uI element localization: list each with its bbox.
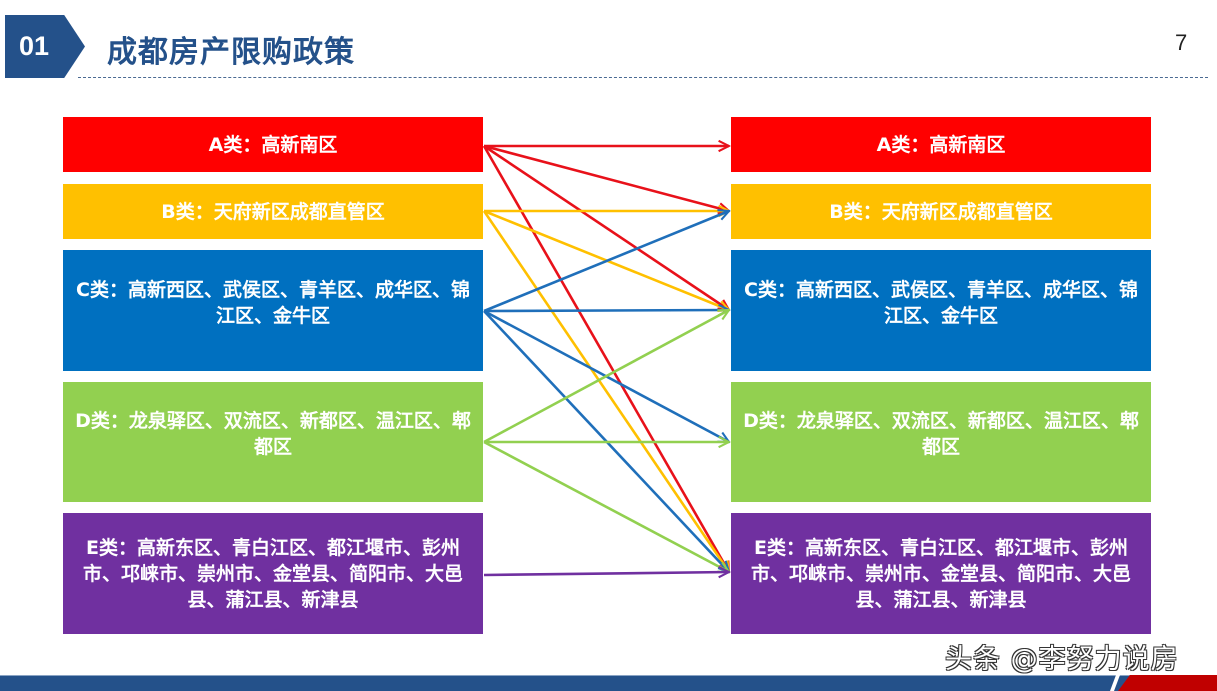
title-divider: [78, 77, 1208, 78]
footer-divider: [1110, 675, 1120, 691]
category-label: A类：高新南区: [208, 133, 338, 156]
arrow-c-to-d: [483, 309, 729, 444]
arrow-b-to-c: [483, 209, 729, 310]
category-label: D类：龙泉驿区、双流区、新都区、温江区、郫都区: [75, 410, 471, 458]
section-number: 01: [19, 31, 50, 61]
category-label: E类：高新东区、青白江区、都江堰市、彭州市、邛崃市、崇州市、金堂县、简阳市、大邑…: [82, 536, 463, 611]
right-category-c: C类：高新西区、武侯区、青羊区、成华区、锦江区、金牛区: [731, 250, 1151, 371]
watermark: 头条 @李努力说房: [945, 644, 1179, 675]
right-category-e: E类：高新东区、青白江区、都江堰市、彭州市、邛崃市、崇州市、金堂县、简阳市、大邑…: [731, 513, 1151, 634]
arrow-e-to-e: [483, 572, 729, 575]
arrow-d-to-e: [483, 440, 729, 574]
right-category-d: D类：龙泉驿区、双流区、新都区、温江区、郫都区: [731, 382, 1151, 502]
arrow-d-to-c: [483, 308, 729, 444]
category-label: C类：高新西区、武侯区、青羊区、成华区、锦江区、金牛区: [76, 278, 470, 327]
page-number: 7: [1175, 30, 1188, 55]
right-category-a: A类：高新南区: [731, 117, 1151, 172]
footer-bar: [0, 675, 1217, 691]
arrow-c-to-c: [483, 310, 729, 311]
arrow-c-to-e: [483, 310, 729, 572]
left-category-d: D类：龙泉驿区、双流区、新都区、温江区、郫都区: [63, 382, 483, 502]
footer-accent: [1118, 675, 1217, 691]
right-category-b: B类：天府新区成都直管区: [731, 184, 1151, 239]
left-category-e: E类：高新东区、青白江区、都江堰市、彭州市、邛崃市、崇州市、金堂县、简阳市、大邑…: [63, 513, 483, 634]
category-label: B类：天府新区成都直管区: [829, 200, 1053, 223]
arrow-a-to-b: [483, 144, 729, 211]
category-label: D类：龙泉驿区、双流区、新都区、温江区、郫都区: [743, 410, 1139, 458]
category-label: A类：高新南区: [876, 133, 1006, 156]
section-number-badge: 01: [5, 15, 85, 78]
left-category-c: C类：高新西区、武侯区、青羊区、成华区、锦江区、金牛区: [63, 250, 483, 371]
category-label: E类：高新东区、青白江区、都江堰市、彭州市、邛崃市、崇州市、金堂县、简阳市、大邑…: [750, 536, 1131, 611]
page-title: 成都房产限购政策: [107, 35, 355, 70]
category-label: C类：高新西区、武侯区、青羊区、成华区、锦江区、金牛区: [744, 278, 1138, 327]
arrow-a-to-e: [482, 145, 729, 572]
category-label: B类：天府新区成都直管区: [161, 200, 385, 223]
left-category-a: A类：高新南区: [63, 117, 483, 172]
left-category-b: B类：天府新区成都直管区: [63, 184, 483, 239]
arrow-a-to-c: [483, 144, 729, 310]
arrow-b-to-e: [482, 210, 729, 572]
arrow-c-to-b: [483, 211, 729, 313]
